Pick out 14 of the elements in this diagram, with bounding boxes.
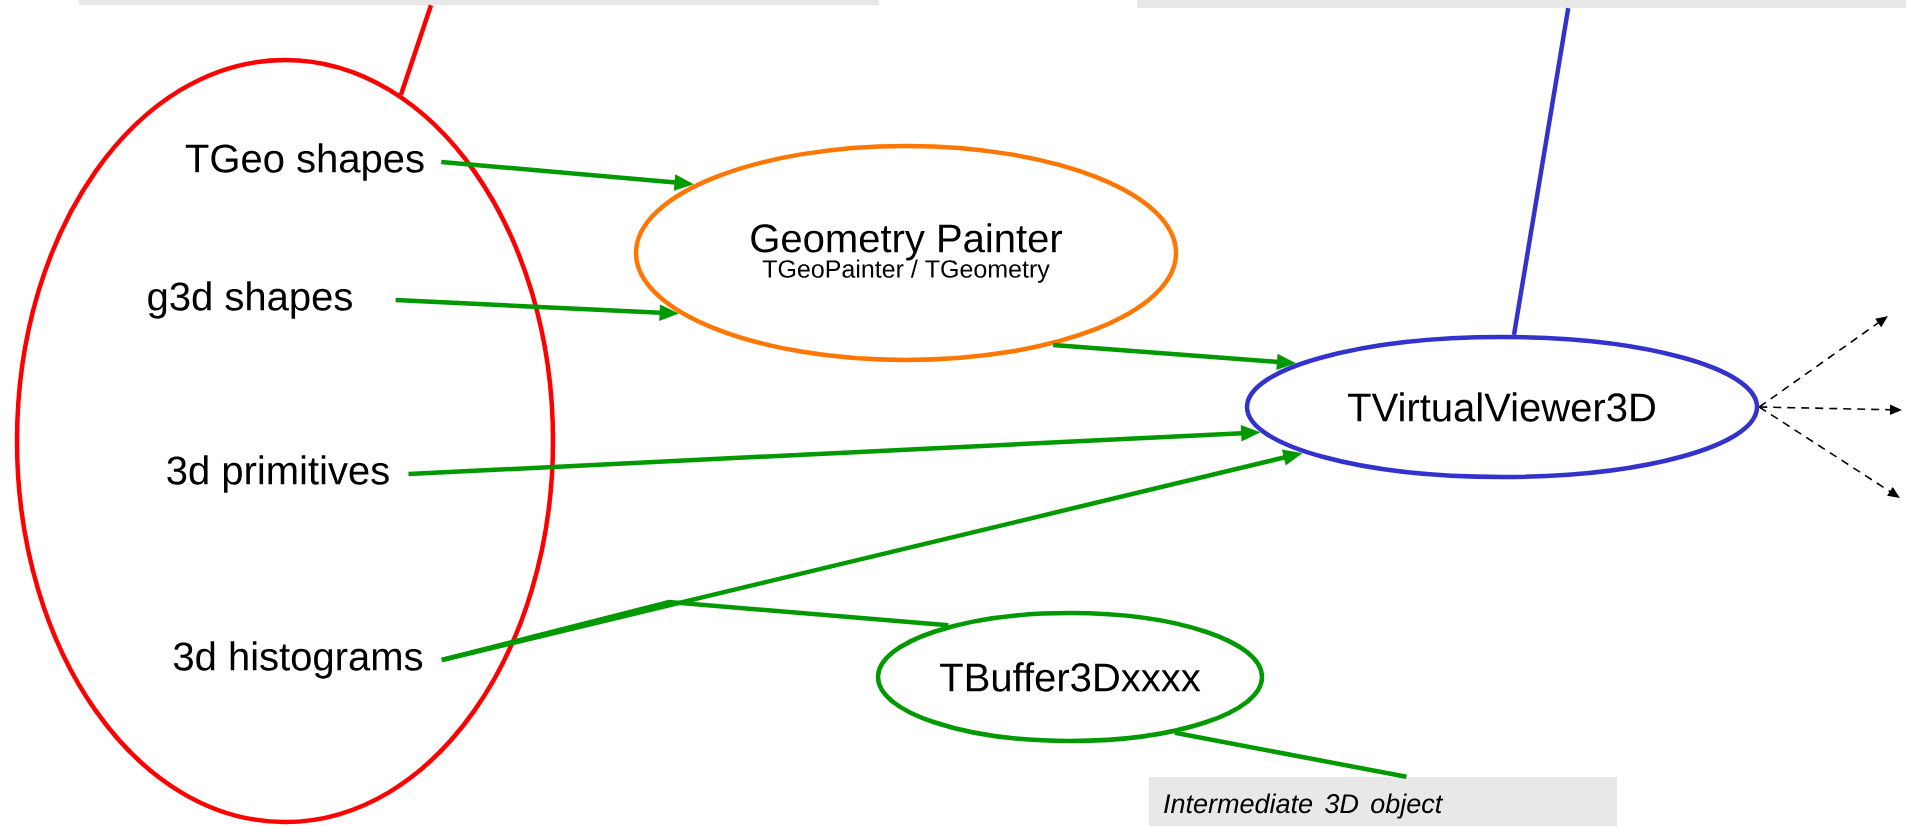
connector-line <box>441 599 949 663</box>
shape-label: TGeo shapes <box>185 143 424 181</box>
note-box <box>79 0 879 5</box>
shape-label: 3d histograms <box>173 641 423 679</box>
note-box <box>1137 0 1906 8</box>
note-box: Intermediate 3D object <box>1149 777 1617 826</box>
leader-line <box>1511 7 1571 336</box>
leader-line <box>1174 730 1407 779</box>
shape-label: g3d shapes <box>148 281 352 319</box>
leader-line <box>398 4 434 96</box>
arrow <box>1758 406 1900 498</box>
arrow <box>1758 316 1888 408</box>
group-ellipse <box>14 57 556 825</box>
shape-label: 3d primitives <box>167 455 389 493</box>
